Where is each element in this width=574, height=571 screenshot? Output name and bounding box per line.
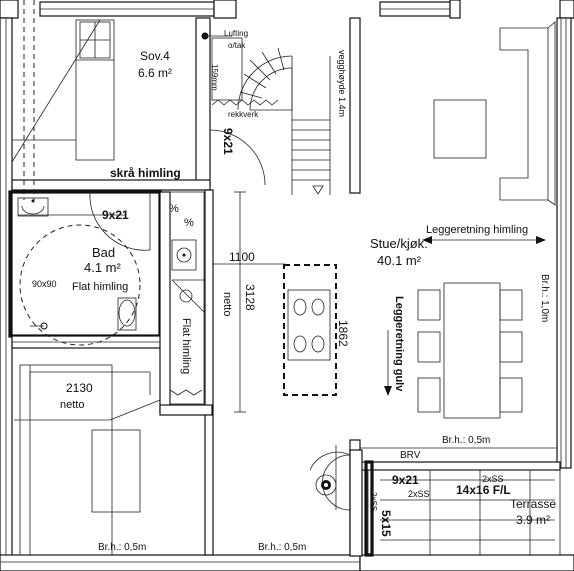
shower-size: 90x90 bbox=[32, 279, 57, 289]
wall-corridor bbox=[204, 189, 214, 556]
brh-right: Br.h.: 1,0m bbox=[539, 274, 550, 322]
sov4-area: 6.6 m² bbox=[138, 66, 172, 80]
dim-1100: 1100 bbox=[229, 250, 255, 264]
terrasse-name: Terrasse bbox=[510, 497, 556, 511]
bed-icon bbox=[75, 19, 115, 161]
cooktop-icon bbox=[287, 289, 331, 361]
ss-c: 2xSS bbox=[369, 492, 378, 511]
stue-area: 40.1 m² bbox=[377, 253, 422, 268]
interior-walls bbox=[8, 17, 361, 556]
sofa-icon bbox=[499, 27, 549, 201]
chair bbox=[499, 377, 523, 413]
dim-3128: 3128 bbox=[243, 284, 257, 311]
netto-b: netto bbox=[60, 399, 84, 411]
skra-himling-label: skrå himling bbox=[110, 166, 181, 180]
ss-a: 2xSS bbox=[482, 474, 504, 484]
coffee-table bbox=[433, 99, 487, 159]
window-14x16: 14x16 F/L bbox=[456, 483, 511, 497]
dim-159: 159mm bbox=[210, 64, 219, 91]
door-9x21-terrace: 9x21 bbox=[392, 473, 419, 487]
wall-top-b bbox=[213, 0, 237, 19]
railing bbox=[211, 99, 279, 106]
chair bbox=[499, 289, 523, 321]
dining-table-icon bbox=[443, 282, 501, 419]
room-sov4: Sov.4 6.6 m² skrå himling bbox=[11, 19, 181, 180]
bad-ceiling: Flat himling bbox=[72, 281, 128, 293]
brh-lower-mid: Br.h.: 0,5m bbox=[258, 542, 306, 553]
ss-b: 2xSS bbox=[408, 489, 430, 499]
terrace-top-wall bbox=[359, 461, 561, 471]
chair bbox=[417, 331, 441, 363]
bad-name: Bad bbox=[92, 245, 115, 260]
brv-label: BRV bbox=[400, 450, 421, 461]
wall-sov4-bottom bbox=[11, 179, 211, 191]
ventilation-shaft bbox=[211, 37, 243, 101]
corridor-island: 1100 3128 netto 1862 bbox=[213, 191, 350, 413]
kitchen-counter bbox=[169, 191, 205, 405]
bed-icon-lower bbox=[19, 364, 113, 556]
wall-top-left bbox=[0, 0, 19, 19]
sink-icon bbox=[17, 197, 49, 217]
flat-himling-vertical: Flat himling bbox=[180, 318, 192, 374]
wall-top-right bbox=[559, 0, 574, 19]
door-swing-bath bbox=[89, 191, 151, 251]
terrace-area bbox=[367, 469, 561, 556]
sov4-name: Sov.4 bbox=[140, 49, 170, 63]
door-9x21-bath: 9x21 bbox=[102, 208, 129, 222]
wall-sov4-stair bbox=[195, 17, 211, 187]
lufting-label: Lufting bbox=[224, 29, 248, 38]
netto-a: netto bbox=[221, 292, 233, 316]
room-bad: 9x21 Bad 4.1 m² 90x90 Flat himling bbox=[17, 191, 151, 346]
wall-kitchen-bottom bbox=[159, 404, 213, 416]
room-stue: Leggeretning himling Leggeretning gulv S… bbox=[360, 21, 557, 449]
rekkverk-label: rekkverk bbox=[228, 110, 259, 119]
desk-icon bbox=[91, 429, 141, 513]
room-lower-left: 2130 netto Br.h.: 0,5m Br.h.: 0,5m bbox=[14, 364, 306, 556]
shower-area bbox=[19, 224, 141, 346]
diagonal-line bbox=[11, 19, 101, 163]
wall-top-post bbox=[449, 0, 461, 19]
wall-stair-stue bbox=[349, 17, 361, 194]
kitchen-island bbox=[283, 264, 337, 396]
percent-sign-b: % bbox=[184, 217, 194, 229]
leggeretning-gulv: Leggeretning gulv bbox=[393, 296, 405, 392]
stue-name: Stue/kjøk. bbox=[370, 236, 428, 251]
brh-lower-left: Br.h.: 0,5m bbox=[98, 542, 146, 553]
wall-kitchen-left bbox=[159, 191, 171, 413]
wall-bottom-terrace bbox=[359, 554, 574, 571]
dim-2130: 2130 bbox=[66, 381, 93, 395]
brh-stue: Br.h.: 0,5m bbox=[442, 435, 490, 446]
terrace: BRV 9x21 2xSS 2xSS 14x16 F/L Terrasse 3.… bbox=[309, 445, 561, 557]
vegghoyde-label: vegghøyde 1.4m bbox=[337, 50, 347, 117]
leggeretning-himling: Leggeretning himling bbox=[426, 224, 528, 236]
chair bbox=[417, 289, 441, 321]
door-swing-stair bbox=[209, 129, 266, 186]
bad-area: 4.1 m² bbox=[84, 260, 122, 275]
chair bbox=[499, 331, 523, 363]
percent-sign-a: % bbox=[169, 203, 179, 215]
door-9x21-stair: 9x21 bbox=[221, 128, 235, 155]
otak-label: o/tak bbox=[228, 41, 246, 50]
wall-bottom bbox=[0, 554, 361, 571]
dim-1862: 1862 bbox=[336, 320, 350, 347]
stair-area: Lufting o/tak 159mm rekkverk vegghøyde 1… bbox=[201, 29, 347, 195]
chair bbox=[417, 377, 441, 413]
terrasse-area: 3.9 m² bbox=[516, 513, 550, 527]
kitchen-sink-icon bbox=[171, 239, 197, 271]
door-5x15: 5x15 bbox=[379, 510, 393, 537]
toilet-icon bbox=[117, 297, 137, 331]
wall-right bbox=[556, 17, 572, 469]
kitchen-column: % % Flat himling bbox=[169, 191, 205, 405]
